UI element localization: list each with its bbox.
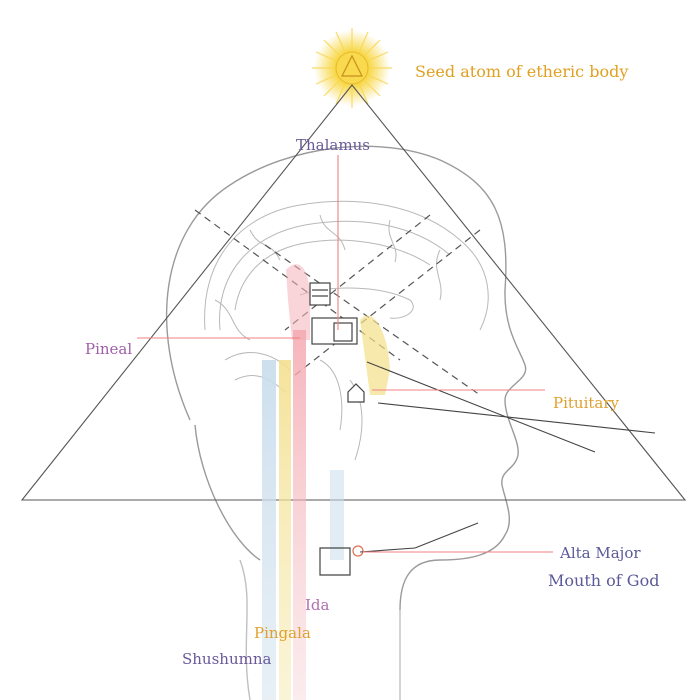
pingala-channel xyxy=(279,360,291,700)
pyramid xyxy=(20,84,687,501)
pituitary-label: Pituitary xyxy=(553,394,619,412)
seed-atom-label: Seed atom of etheric body xyxy=(415,62,629,81)
pineal-beam xyxy=(286,264,311,340)
pingala-label: Pingala xyxy=(254,624,311,642)
ida-channel xyxy=(293,330,306,700)
facial-guide-lines xyxy=(359,361,656,553)
ida-label: Ida xyxy=(305,596,330,614)
gland-structures xyxy=(309,282,365,576)
brain-sketch xyxy=(204,200,489,461)
shushumna-channel xyxy=(262,360,276,700)
head-outline xyxy=(166,145,527,700)
energy-channels xyxy=(262,264,390,700)
inner-dashed-lines xyxy=(194,209,481,396)
shushumna-label: Shushumna xyxy=(182,650,272,668)
pineal-label: Pineal xyxy=(85,340,133,358)
pointer-lines xyxy=(137,155,553,553)
seed-atom-sun xyxy=(312,28,392,108)
spinal-blue-glow xyxy=(330,470,344,560)
pituitary-beam xyxy=(360,315,390,395)
mouth-of-god-label: Mouth of God xyxy=(548,571,660,590)
alta-major-label: Alta Major xyxy=(560,544,641,562)
thalamus-label: Thalamus xyxy=(296,136,370,154)
